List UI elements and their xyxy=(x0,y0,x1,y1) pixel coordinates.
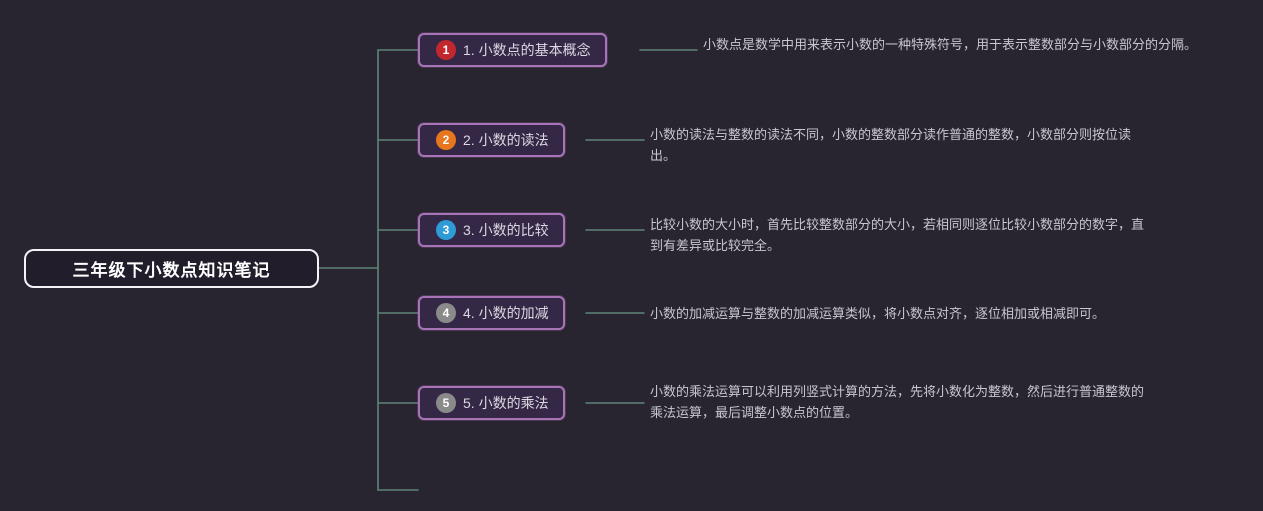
branch-2-label: 2. 小数的读法 xyxy=(463,132,549,148)
branch-1-label: 1. 小数点的基本概念 xyxy=(463,42,591,58)
branch-node-2[interactable]: 2 2. 小数的读法 xyxy=(418,123,565,157)
branch-5-description[interactable]: 小数的乘法运算可以利用列竖式计算的方法，先将小数化为整数，然后进行普通整数的乘法… xyxy=(650,384,1145,420)
branch-5-number-badge: 5 xyxy=(436,393,456,413)
branch-5-label: 5. 小数的乘法 xyxy=(463,395,549,411)
branch-node-5[interactable]: 5 5. 小数的乘法 xyxy=(418,386,565,420)
branch-2-description[interactable]: 小数的读法与整数的读法不同，小数的整数部分读作普通的整数，小数部分则按位读出。 xyxy=(650,127,1132,163)
branch-3-label: 3. 小数的比较 xyxy=(463,222,549,238)
branch-node-4[interactable]: 4 4. 小数的加减 xyxy=(418,296,565,330)
branch-3-description[interactable]: 比较小数的大小时，首先比较整数部分的大小，若相同则逐位比较小数部分的数字，直到有… xyxy=(650,217,1145,253)
branch-node-3[interactable]: 3 3. 小数的比较 xyxy=(418,213,565,247)
branch-2-number-badge: 2 xyxy=(436,130,456,150)
branch-4-description[interactable]: 小数的加减运算与整数的加减运算类似，将小数点对齐，逐位相加或相减即可。 xyxy=(650,306,1106,321)
branch-node-1[interactable]: 1 1. 小数点的基本概念 xyxy=(418,33,607,67)
root-node-label: 三年级下小数点知识笔记 xyxy=(72,261,271,280)
branch-4-label: 4. 小数的加减 xyxy=(463,305,549,321)
branch-1-description[interactable]: 小数点是数学中用来表示小数的一种特殊符号，用于表示整数部分与小数部分的分隔。 xyxy=(703,37,1198,52)
branch-4-number-badge: 4 xyxy=(436,303,456,323)
root-node[interactable]: 三年级下小数点知识笔记 xyxy=(24,249,319,288)
branch-1-number-badge: 1 xyxy=(436,40,456,60)
branch-3-number-badge: 3 xyxy=(436,220,456,240)
